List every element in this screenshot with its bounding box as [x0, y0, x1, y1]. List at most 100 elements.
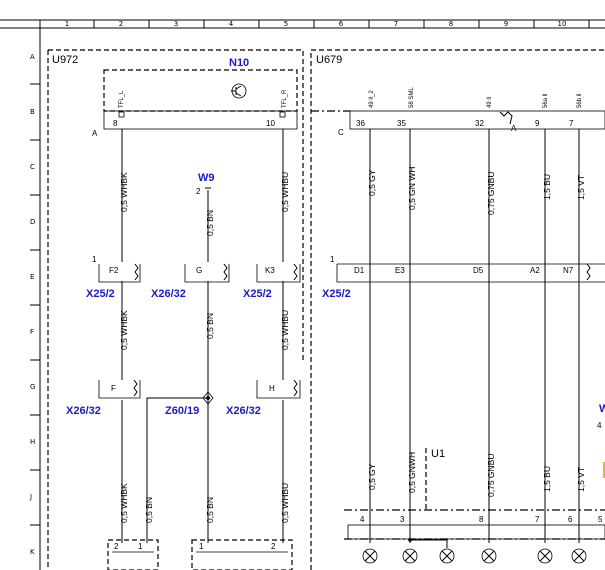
row-label: E [30, 273, 34, 281]
row-label: D [30, 218, 35, 226]
connector-pin: H [269, 384, 275, 393]
pin-name: 58 SML [409, 87, 415, 108]
bottom-left-connectors: 2 1 1 2 [107, 539, 293, 570]
n10-label: N10 [229, 57, 249, 69]
col-label: 3 [174, 20, 178, 28]
wire-label: 0,5 WHBU [280, 310, 290, 350]
pin-number: 4 [360, 515, 365, 524]
connector-label: X26/32 [151, 288, 186, 300]
row-label: F [30, 328, 34, 336]
u679-block: U679 [310, 49, 605, 570]
wire-label: 0,5 BN [205, 497, 215, 523]
connector-label: X25/2 [243, 288, 272, 300]
partial-label: 4 [597, 421, 602, 430]
connector-letter: C [338, 128, 344, 137]
pin-number: 36 [356, 119, 365, 128]
pin-number: 10 [266, 119, 275, 128]
lamp-icon [402, 548, 418, 564]
connector-row-e: 1 F2 G K3 1 D1 E3 D5 A2 N7 X25/2 X26/32 … [86, 255, 605, 300]
connector-pin: G [196, 266, 202, 275]
wire-label: 0,5 WHBU [280, 483, 290, 523]
connector-pin: D5 [473, 266, 484, 275]
wires [121, 129, 580, 548]
wire-label: 0,5 GN WH [407, 167, 417, 210]
row-label: J [29, 493, 32, 501]
col-label: 4 [229, 20, 234, 28]
pin-number: 7 [535, 515, 540, 524]
pin-number: 2 [271, 542, 276, 551]
connector-label: X26/32 [226, 405, 261, 417]
wire-label: 0,5 BN [144, 497, 154, 523]
lamp-icon [481, 548, 497, 564]
u1-marker: U1 W 4 [425, 403, 605, 512]
wire-label: 0,5 BN [205, 210, 215, 236]
connector-pin: F [111, 384, 116, 393]
pin-number: 1 [330, 255, 335, 264]
u679-label: U679 [316, 54, 342, 66]
connector-label: X25/2 [86, 288, 115, 300]
n10-module: N10 TFL_L TFL_R 8 10 A [92, 57, 298, 138]
lamp-icon [571, 548, 587, 564]
pin-number: 1 [138, 542, 143, 551]
row-label: H [30, 438, 35, 446]
wire-label: 1,5 BU [542, 174, 552, 200]
row-label: B [30, 108, 35, 116]
row-label: K [30, 548, 35, 556]
wire-label: 1,5 VT [576, 175, 586, 200]
pin-number: 6 [568, 515, 573, 524]
row-label: C [30, 163, 35, 171]
u679-connector: C A 36 35 32 9 7 49 ll_2 58 SML 49 ll 56… [311, 87, 605, 137]
lamp-icon [362, 548, 378, 564]
pin-number: 9 [535, 119, 540, 128]
pin-number: 8 [479, 515, 484, 524]
wire-label: 0,5 WHBK [119, 310, 129, 350]
lamp-row: 4 3 8 7 6 5 [344, 509, 605, 564]
partial-label: W [599, 403, 605, 415]
wire-label: 0,5 WHBK [119, 172, 129, 212]
connector-label: X25/2 [322, 288, 351, 300]
col-label: 9 [504, 20, 508, 28]
pin-name: 49 ll_2 [369, 90, 375, 108]
w9-ground: W9 2 [196, 172, 215, 196]
col-label: 7 [394, 20, 398, 28]
wire-labels-low: 0,5 GY 0,5 GNWH 0,75 GNBU 1,5 BU 1,5 VT … [119, 452, 586, 523]
wire-label: 0,5 GY [367, 463, 377, 490]
lamp-icon [439, 548, 455, 564]
pin-number: 35 [397, 119, 406, 128]
lamp-icon [537, 548, 553, 564]
pin-number: 2 [114, 542, 119, 551]
wire-label: 0,5 GY [367, 169, 377, 196]
connector-label: X26/32 [66, 405, 101, 417]
wire-label: 0,5 GNWH [407, 452, 417, 493]
col-label: 6 [339, 20, 344, 28]
pin-number: 7 [569, 119, 574, 128]
pin-number: 3 [400, 515, 405, 524]
w9-label: W9 [198, 172, 215, 184]
pin-number: 8 [113, 119, 118, 128]
wire-label: 0,75 GNBU [486, 172, 496, 215]
connector-pin: E3 [395, 266, 405, 275]
connector-letter: A [92, 129, 98, 138]
connector-pin: A2 [530, 266, 540, 275]
pin-name: TFL_R [282, 89, 288, 108]
pin-number: 5 [598, 515, 603, 524]
wire-label: 0,5 WHBU [280, 172, 290, 212]
grid-frame: 1 2 3 4 5 6 7 8 9 10 A B C D E F G H J K [0, 19, 605, 570]
connector-pin: N7 [563, 266, 574, 275]
wire-label: 0,75 GNBU [486, 454, 496, 497]
wire-label: 1,5 VT [576, 467, 586, 492]
col-label: 5 [284, 20, 288, 28]
wire-label: 0,5 WHBK [119, 483, 129, 523]
wire-labels-top: 0,5 WHBK 0,5 BN 0,5 WHBU 0,5 GY 0,5 GN W… [119, 167, 586, 236]
pin-name: TFL_L [119, 90, 125, 108]
connector-label: Z60/19 [165, 405, 199, 417]
row-label: A [30, 53, 35, 61]
col-label: 8 [449, 20, 453, 28]
pin-name: 56b ll [577, 94, 583, 108]
pin-name: 49 ll [487, 97, 493, 108]
col-label: 10 [558, 20, 567, 28]
col-label: 1 [65, 20, 69, 28]
u972-label: U972 [52, 54, 78, 66]
pin-name: 56a ll [543, 94, 549, 108]
